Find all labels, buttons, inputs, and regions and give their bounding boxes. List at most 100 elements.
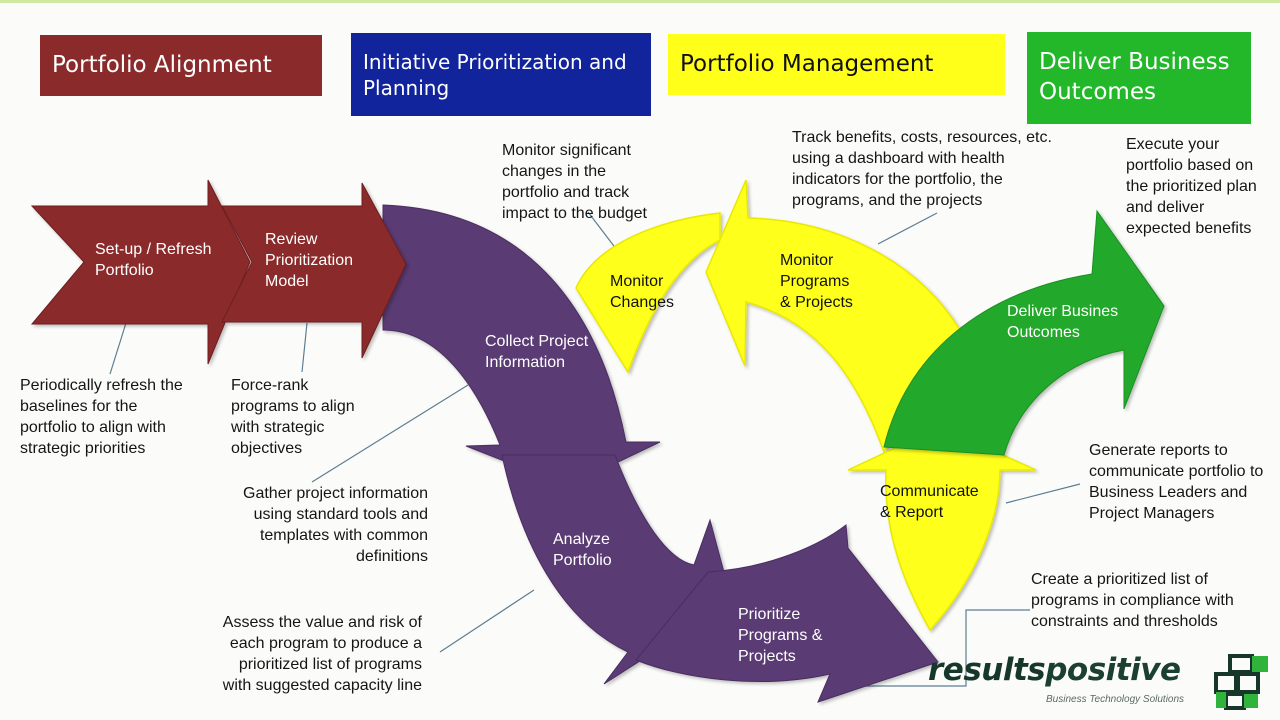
note-assess-line: with suggested capacity line	[222, 677, 422, 694]
stage-deliver-line-1: Deliver Busines	[1007, 303, 1119, 320]
stage-collect-line-2: Information	[485, 354, 566, 371]
stage-collect-line-1: Collect Project	[485, 333, 589, 350]
note-refresh-baselines: Periodically refresh the baselines for t…	[20, 375, 183, 459]
stage-collect-information: Collect Project Information	[485, 331, 588, 373]
stage-monitor-programs-line-1: Monitor	[780, 252, 834, 269]
yellow-ring	[575, 179, 1037, 632]
results-positive-logo: resultspositive Business Technology Solu…	[928, 650, 1278, 718]
communicate-report-segment	[847, 426, 1037, 632]
green-deliver-arrow	[883, 209, 1165, 456]
note-generate-line: communicate portfolio to	[1089, 463, 1264, 480]
note-monitor-significant-line: Monitor significant	[502, 142, 631, 159]
note-refresh-line: Periodically refresh the	[20, 377, 183, 394]
note-create-list-line: programs in compliance with	[1031, 592, 1234, 609]
note-execute-line: and deliver	[1126, 199, 1205, 216]
stage-review-line-3: Model	[265, 273, 309, 290]
maroon-chevrons	[30, 179, 407, 365]
stage-prioritize-line-2: Programs &	[738, 627, 823, 644]
note-execute-line: expected benefits	[1126, 220, 1252, 237]
stage-deliver-outcomes: Deliver Busines Outcomes	[1007, 301, 1118, 343]
note-force-rank-line: objectives	[231, 440, 303, 457]
stage-monitor-changes: Monitor Changes	[610, 271, 674, 313]
stage-communicate-line-2: & Report	[880, 504, 944, 521]
header-deliver-business-outcomes: Deliver Business Outcomes	[1027, 32, 1251, 124]
leader-line-gather	[311, 384, 469, 483]
note-monitor-significant: Monitor significant changes in the portf…	[502, 140, 647, 224]
stage-monitor-programs-line-3: & Projects	[780, 294, 853, 311]
note-force-rank-line: programs to align	[231, 398, 355, 415]
deliver-outcomes-arrow	[883, 209, 1165, 456]
note-assess-line: Assess the value and risk of	[222, 614, 422, 631]
stage-review-model: Review Prioritization Model	[265, 229, 353, 292]
header-deliver-line-2: Outcomes	[1039, 79, 1156, 105]
stage-monitor-changes-line-2: Changes	[610, 294, 675, 311]
stage-communicate-line-1: Communicate	[880, 483, 979, 500]
note-gather-line: Gather project information	[243, 485, 428, 502]
note-gather-line: using standard tools and	[253, 506, 428, 523]
collect-information-segment	[382, 204, 661, 487]
header-portfolio-management-text: Portfolio Management	[680, 50, 934, 77]
note-assess-value-risk: Assess the value and risk of each progra…	[186, 612, 422, 696]
note-gather-information: Gather project information using standar…	[200, 483, 428, 567]
note-create-list-line: constraints and thresholds	[1031, 613, 1218, 630]
note-track-line: Track benefits, costs, resources, etc.	[792, 129, 1052, 146]
stage-analyze-portfolio: Analyze Portfolio	[553, 529, 612, 571]
leader-line-refresh	[109, 322, 127, 375]
stage-analyze-line-2: Portfolio	[553, 552, 612, 569]
stage-monitor-programs-line-2: Programs	[780, 273, 850, 290]
stage-prioritize-programs: Prioritize Programs & Projects	[738, 604, 822, 667]
logo-wordmark: resultspositive	[928, 652, 1181, 688]
note-force-rank-line: with strategic	[231, 419, 325, 436]
note-monitor-significant-line: changes in the	[502, 163, 607, 180]
header-initiative-text: Initiative Prioritization and Planning	[363, 49, 627, 101]
stage-setup-refresh: Set-up / Refresh Portfolio	[95, 239, 212, 281]
note-monitor-significant-line: portfolio and track	[502, 184, 630, 201]
logo-tagline: Business Technology Solutions	[1046, 694, 1185, 705]
review-model-chevron	[221, 182, 407, 359]
leader-line-generate	[1005, 483, 1081, 504]
purple-arc	[382, 204, 939, 703]
leader-line-track	[877, 212, 938, 245]
results-positive-grid-icon	[1214, 654, 1268, 710]
note-track-benefits: Track benefits, costs, resources, etc. u…	[792, 127, 1052, 211]
note-monitor-significant-line: impact to the budget	[502, 205, 647, 222]
monitor-changes-segment	[575, 212, 721, 374]
stage-prioritize-line-3: Projects	[738, 648, 796, 665]
note-execute-line: the prioritized plan	[1126, 178, 1257, 195]
top-frame-border	[0, 0, 1280, 3]
note-create-prioritized-list: Create a prioritized list of programs in…	[1031, 569, 1234, 632]
note-assess-line: each program to produce a	[229, 635, 422, 652]
header-initiative-line-1: Initiative Prioritization and	[363, 49, 627, 74]
note-force-rank: Force-rank programs to align with strate…	[231, 375, 355, 459]
header-portfolio-management: Portfolio Management	[668, 34, 1005, 95]
note-refresh-line: strategic priorities	[20, 440, 146, 457]
note-gather-line: definitions	[355, 548, 428, 565]
note-track-line: using a dashboard with health	[792, 150, 1005, 167]
leader-line-assess	[439, 589, 535, 653]
logo-word-positive: positive	[1045, 652, 1181, 688]
note-track-line: programs, and the projects	[792, 192, 983, 209]
stage-monitor-programs: Monitor Programs & Projects	[780, 250, 853, 313]
stage-analyze-line-1: Analyze	[553, 531, 610, 548]
stage-deliver-line-2: Outcomes	[1007, 324, 1080, 341]
note-generate-line: Generate reports to	[1089, 442, 1228, 459]
note-force-rank-line: Force-rank	[231, 377, 309, 394]
stage-setup-line-1: Set-up / Refresh	[95, 241, 212, 258]
logo-word-results: results	[928, 652, 1046, 688]
header-deliver-line-1: Deliver Business	[1039, 49, 1230, 76]
stage-monitor-changes-line-1: Monitor	[610, 273, 664, 290]
note-execute-line: Execute your	[1126, 136, 1220, 153]
note-create-list-line: Create a prioritized list of	[1031, 571, 1208, 588]
note-generate-line: Project Managers	[1089, 505, 1215, 522]
prioritize-programs-segment	[635, 524, 939, 703]
note-refresh-line: baselines for the	[20, 398, 138, 415]
leader-line-create-list	[846, 609, 1030, 687]
setup-refresh-chevron	[30, 179, 251, 365]
stage-setup-line-2: Portfolio	[95, 262, 154, 279]
header-portfolio-alignment-text: Portfolio Alignment	[52, 51, 272, 78]
note-generate-line: Business Leaders and	[1089, 484, 1248, 501]
header-initiative-line-2: Planning	[363, 75, 450, 100]
leader-line-force-rank	[301, 322, 308, 373]
stage-review-line-1: Review	[265, 231, 318, 248]
